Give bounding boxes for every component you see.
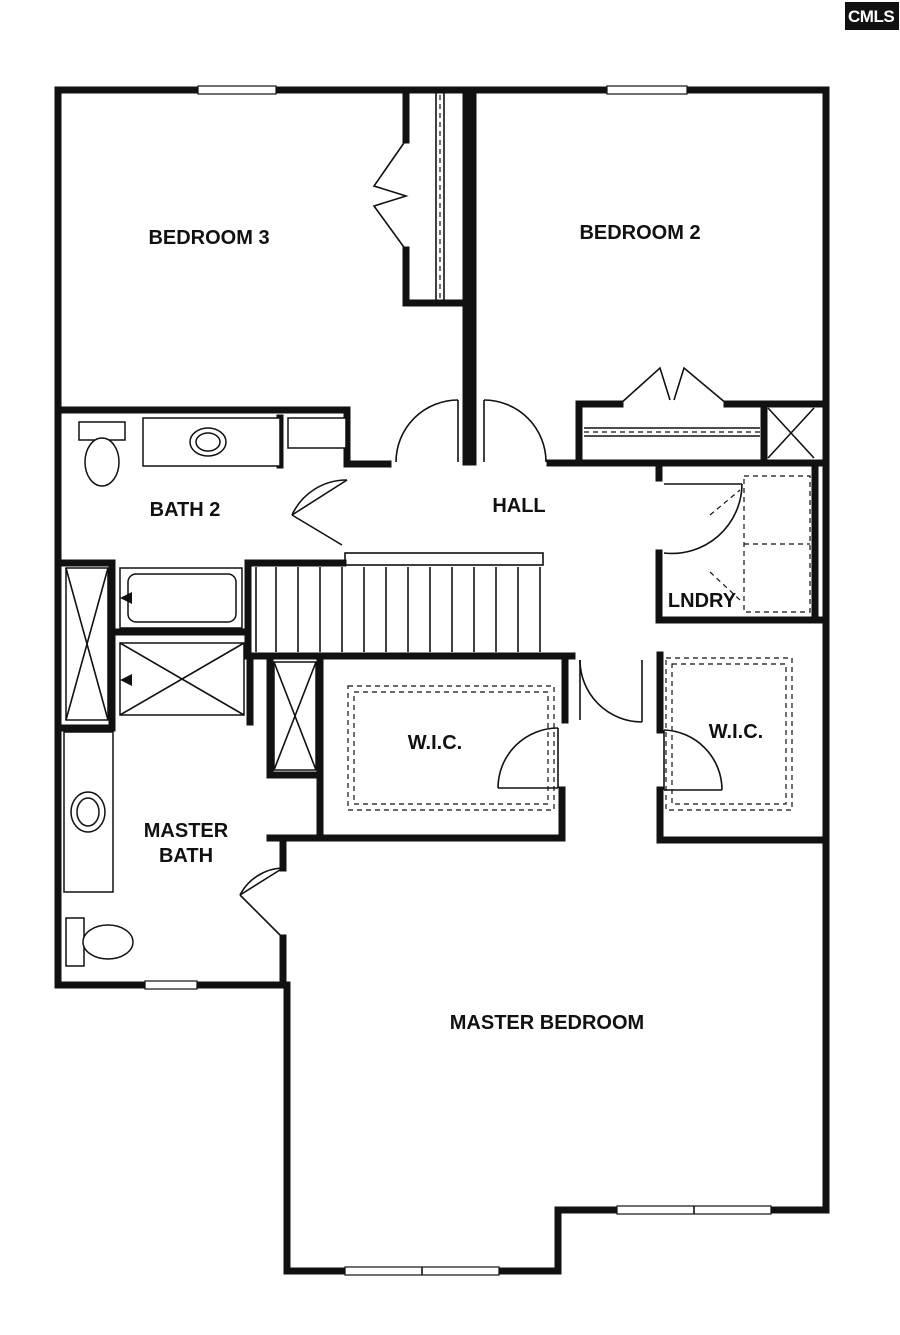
exterior-walls (54, 86, 830, 1275)
bedroom3-label: BEDROOM 3 (148, 227, 269, 249)
hall-label: HALL (492, 495, 545, 517)
wic-left-label: W.I.C. (408, 732, 462, 754)
bedroom3-closet-doors (372, 92, 445, 300)
room-labels: BEDROOM 3 BEDROOM 2 BATH 2 HALL LNDRY W.… (144, 222, 763, 1034)
logo-text: CMLS (848, 7, 894, 26)
bath2-label: BATH 2 (150, 499, 221, 521)
hall-doors (291, 399, 547, 546)
master-bath-label-line2: BATH (159, 845, 213, 867)
laundry-doors (663, 475, 811, 613)
stairs (255, 552, 544, 652)
stair-treads (275, 567, 541, 652)
wic-doors (239, 659, 723, 939)
cmls-logo: CMLS (845, 2, 899, 30)
wic-shelves (347, 657, 793, 811)
wic-right-label: W.I.C. (709, 721, 763, 743)
master-bath-label-line1: MASTER (144, 820, 229, 842)
bedroom2-label: BEDROOM 2 (579, 222, 700, 244)
master-bedroom-label: MASTER BEDROOM (450, 1012, 644, 1034)
laundry-label: LNDRY (668, 590, 737, 612)
bath-fixtures (63, 417, 347, 967)
bedroom2-closet-doors (584, 366, 815, 459)
windows (144, 85, 772, 1276)
